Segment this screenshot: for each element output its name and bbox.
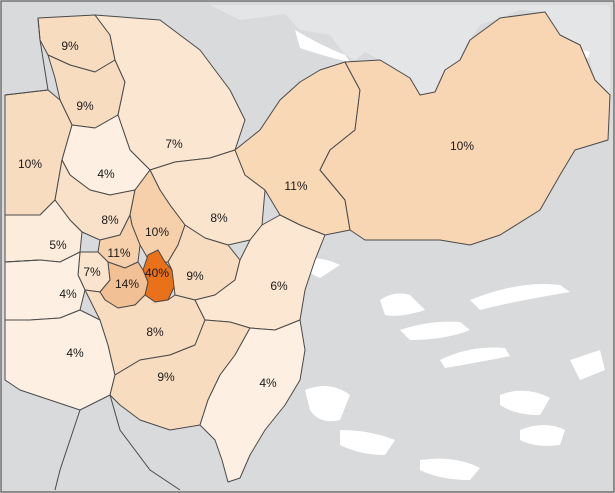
region-far-east[interactable]: [319, 11, 611, 246]
boundary-lines: [4, 17, 181, 491]
water-layer: [5, 5, 610, 480]
regions-layer: [4, 11, 611, 483]
region-southwest-4a[interactable]: [4, 251, 86, 321]
region-southeast-4[interactable]: [199, 319, 306, 483]
